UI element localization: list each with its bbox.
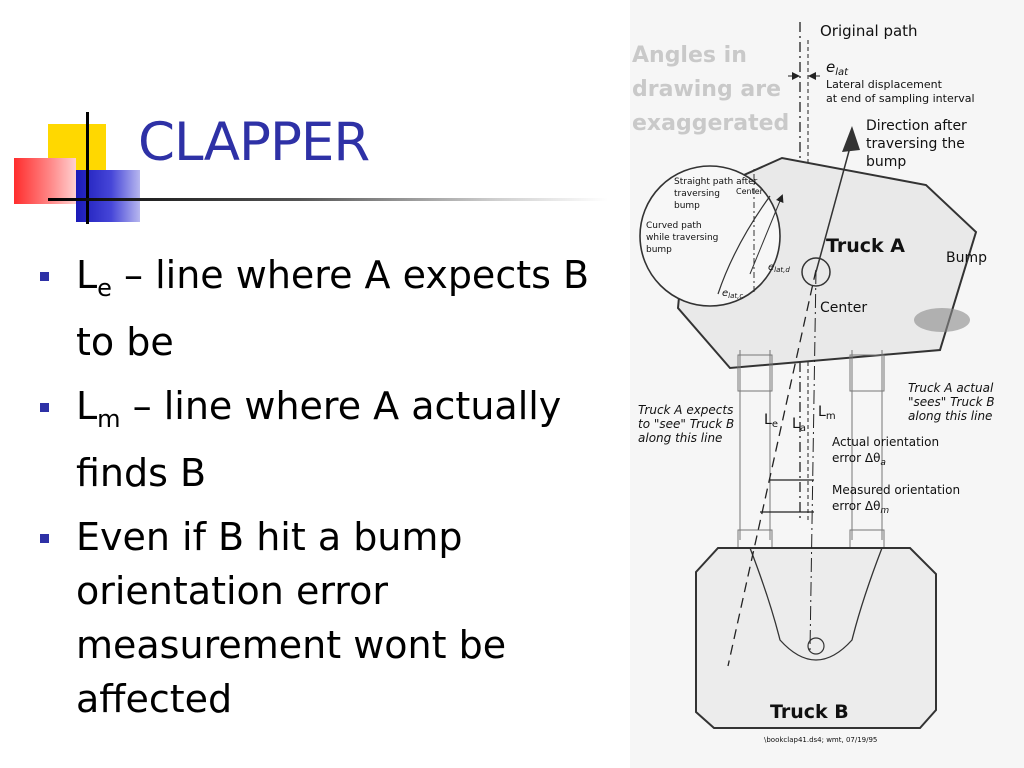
- bullet-symbol: L: [76, 253, 98, 297]
- label-lm-subscript: m: [826, 411, 836, 422]
- label-measured-error-2: error Δθm: [832, 499, 889, 516]
- le-line: [727, 269, 817, 667]
- label-measured-error-subscript: m: [880, 506, 889, 516]
- zoom-circle: [639, 165, 781, 307]
- label-le-subscript: e: [772, 419, 778, 430]
- label-curved-3: bump: [646, 245, 672, 255]
- label-center-small: Center: [736, 187, 764, 196]
- bump-shadow: [914, 308, 970, 332]
- figure-footer: \bookclap41.ds4; wmt, 07/19/95: [764, 736, 877, 744]
- label-bump: Bump: [946, 250, 987, 266]
- bullet-text: – line where A actually finds B: [76, 384, 562, 495]
- bullet-marker: [40, 403, 49, 412]
- label-measured-error-2-text: error Δθ: [832, 499, 880, 513]
- label-la-symbol: L: [792, 416, 800, 432]
- title-underline: [48, 198, 608, 201]
- label-lateral-2: at end of sampling interval: [826, 92, 975, 105]
- label-actual-2: "sees" Truck B: [908, 395, 995, 409]
- label-lateral-1: Lateral displacement: [826, 78, 943, 91]
- label-curved-2: while traversing: [646, 233, 718, 243]
- label-truck-b: Truck B: [770, 701, 849, 723]
- label-actual-3: along this line: [908, 409, 992, 423]
- label-direction-1: Direction after: [866, 118, 967, 134]
- label-actual-error-2-text: error Δθ: [832, 451, 880, 465]
- label-elat-d-symbol: e: [768, 262, 774, 273]
- label-direction-3: bump: [866, 154, 906, 170]
- label-actual-error-2: error Δθa: [832, 451, 886, 468]
- label-expects-1: Truck A expects: [638, 403, 733, 417]
- direction-arrow-line: [815, 139, 853, 273]
- logo-red-square: [14, 158, 76, 204]
- label-elat-symbol: e: [826, 58, 835, 76]
- curved-path: [717, 195, 771, 295]
- label-actual-error-1: Actual orientation: [832, 435, 939, 449]
- slide-logo: [0, 0, 150, 240]
- label-elat-c-subscript: lat,c: [728, 292, 743, 300]
- bullet-symbol-subscript: m: [97, 405, 121, 433]
- bullet-symbol-subscript: e: [97, 274, 112, 302]
- watermark-line: exaggerated: [632, 111, 789, 136]
- truck-b-center: [807, 637, 825, 655]
- label-elat-c: elat,c: [722, 288, 743, 300]
- la-line: [809, 269, 817, 651]
- label-truck-a: Truck A: [826, 235, 905, 257]
- label-elat-d-subscript: lat,d: [774, 266, 790, 274]
- logo-vertical-line: [86, 112, 89, 224]
- watermark-line: Angles in: [632, 43, 747, 68]
- label-le-symbol: L: [764, 412, 772, 428]
- label-expects-3: along this line: [638, 431, 722, 445]
- label-elat-d: elat,d: [768, 262, 790, 274]
- label-lm: Lm: [818, 404, 836, 422]
- label-expects-2: to "see" Truck B: [638, 417, 734, 431]
- label-original-path: Original path: [820, 22, 918, 40]
- label-measured-error-1: Measured orientation: [832, 483, 960, 497]
- label-direction-2: traversing the: [866, 136, 965, 152]
- bullet-item: Le – line where A expects B to be: [38, 248, 618, 369]
- bullet-item: Lm – line where A actually finds B: [38, 379, 618, 500]
- label-le: Le: [764, 412, 778, 430]
- label-lm-symbol: L: [818, 404, 826, 420]
- label-elat-c-symbol: e: [722, 288, 728, 299]
- truck-b-notch: [749, 547, 883, 661]
- truck-a-center: [801, 257, 831, 287]
- watermark: Angles in drawing are exaggerated: [632, 43, 789, 136]
- label-straight-1: Straight path after: [674, 177, 758, 187]
- label-la: La: [792, 416, 806, 434]
- bullet-text: Even if B hit a bump orientation error m…: [76, 515, 507, 721]
- hitch-lines: [737, 350, 885, 567]
- bullet-marker: [40, 272, 49, 281]
- label-actual-1: Truck A actual: [908, 381, 994, 395]
- direction-arrow-head: [842, 126, 860, 152]
- label-straight-3: bump: [674, 201, 700, 211]
- bullet-text: – line where A expects B to be: [76, 253, 590, 364]
- watermark-line: drawing are: [632, 77, 781, 102]
- label-straight-2: traversing: [674, 189, 720, 199]
- label-center: Center: [820, 300, 867, 316]
- label-elat-subscript: lat: [835, 67, 849, 78]
- label-curved-1: Curved path: [646, 221, 702, 231]
- slide-title: CLAPPER: [138, 112, 370, 173]
- bullet-item: Even if B hit a bump orientation error m…: [38, 510, 618, 726]
- bullet-list: Le – line where A expects B to be Lm – l…: [38, 248, 618, 736]
- label-actual-error-subscript: a: [880, 458, 886, 468]
- clapper-diagram: Angles in drawing are exaggerated: [630, 0, 1024, 768]
- bullet-marker: [40, 534, 49, 543]
- label-la-subscript: a: [800, 423, 806, 434]
- label-elat: elat: [826, 58, 849, 78]
- straight-path-arrow: [749, 194, 784, 275]
- bullet-symbol: L: [76, 384, 98, 428]
